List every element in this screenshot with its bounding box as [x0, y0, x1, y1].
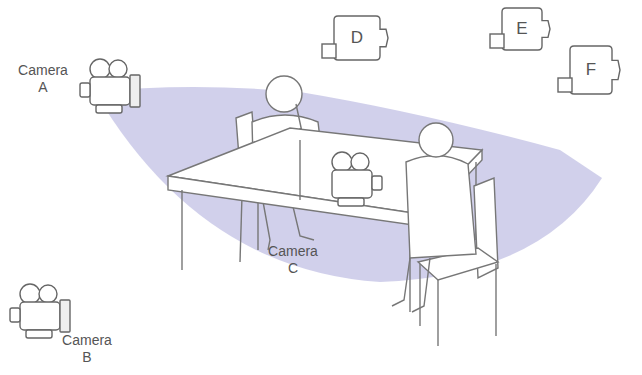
camera-icon — [10, 284, 70, 338]
camera-icon — [80, 59, 140, 113]
camera-label: Camera B — [62, 332, 112, 366]
camera-position: E — [488, 4, 552, 54]
camera-outline — [334, 16, 388, 60]
camera-letter: F — [586, 60, 596, 80]
camera-label: Camera C — [268, 243, 318, 277]
camera-coverage-area — [95, 87, 602, 282]
camera-outline — [570, 46, 620, 94]
camera-lens — [558, 78, 572, 92]
camera-position: F — [556, 42, 622, 98]
camera-letter: E — [516, 19, 527, 39]
camera-lens — [322, 44, 336, 58]
camera-lens — [490, 34, 504, 48]
child-figure — [392, 123, 476, 312]
camera-outline — [502, 8, 550, 50]
camera-label: Camera A — [18, 62, 68, 96]
camera-letter: D — [351, 28, 363, 48]
camera-position: D — [320, 12, 390, 64]
camera-icon — [332, 152, 382, 206]
